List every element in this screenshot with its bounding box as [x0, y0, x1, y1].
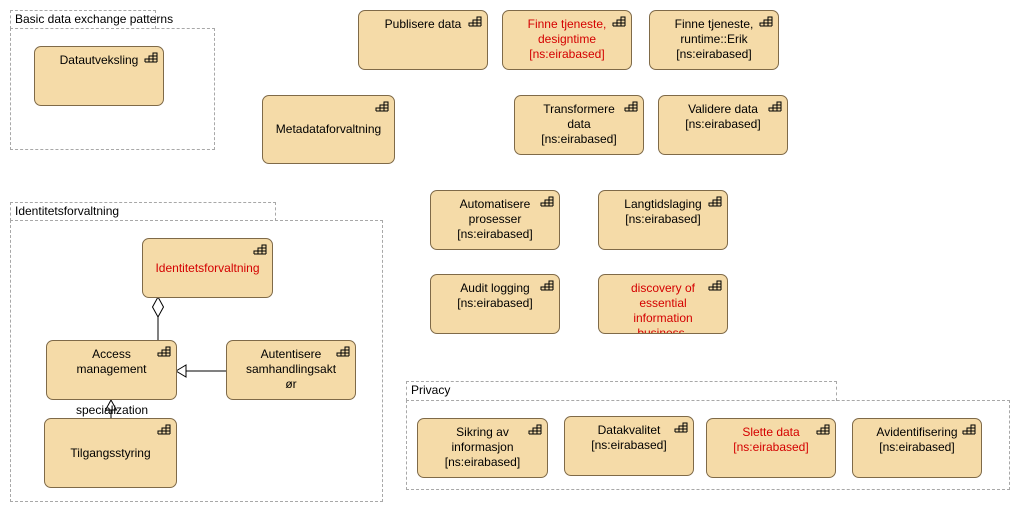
application-function-icon: [674, 422, 688, 433]
aggregation-diamond: [151, 295, 165, 319]
element-avidentifisering[interactable]: Avidentifisering [ns:eirabased]: [852, 418, 982, 478]
application-function-icon: [540, 196, 554, 207]
specialization-label: specialization: [76, 403, 149, 417]
application-function-icon: [768, 101, 782, 112]
application-function-icon: [528, 424, 542, 435]
application-function-icon: [759, 16, 773, 27]
element-validere[interactable]: Validere data [ns:eirabased]: [658, 95, 788, 155]
element-access-management[interactable]: Access management: [46, 340, 177, 400]
application-function-icon: [157, 346, 171, 357]
element-datakvalitet[interactable]: Datakvalitet [ns:eirabased]: [564, 416, 694, 476]
group-identity-title: Identitetsforvaltning: [10, 202, 276, 221]
element-tilgangsstyring[interactable]: Tilgangsstyring: [44, 418, 177, 488]
element-audit-logging[interactable]: Audit logging [ns:eirabased]: [430, 274, 560, 334]
application-function-icon: [624, 101, 638, 112]
application-function-icon: [144, 52, 158, 63]
element-automatisere[interactable]: Automatisere prosesser [ns:eirabased]: [430, 190, 560, 250]
element-sikring[interactable]: Sikring av informasjon [ns:eirabased]: [417, 418, 548, 478]
group-basic[interactable]: [10, 28, 215, 150]
element-langtidslaging[interactable]: Langtidslaging [ns:eirabased]: [598, 190, 728, 250]
group-basic-title: Basic data exchange patterns: [10, 10, 173, 29]
element-datautveksling[interactable]: Datautveksling: [34, 46, 164, 106]
specialization-arrowhead-tilgang: [104, 398, 118, 411]
element-finne-runtime[interactable]: Finne tjeneste, runtime::Erik [ns:eiraba…: [649, 10, 779, 70]
group-identity[interactable]: [10, 220, 383, 502]
group-privacy[interactable]: [406, 400, 1010, 490]
element-transformere[interactable]: Transformere data [ns:eirabased]: [514, 95, 644, 155]
element-identitetsforvaltning[interactable]: Identitetsforvaltning: [142, 238, 273, 298]
group-privacy-title: Privacy: [406, 381, 837, 401]
application-function-icon: [816, 424, 830, 435]
application-function-icon: [375, 101, 389, 112]
application-function-icon: [708, 280, 722, 291]
element-metadataforvaltning[interactable]: Metadataforvaltning: [262, 95, 395, 164]
application-function-icon: [962, 424, 976, 435]
application-function-icon: [708, 196, 722, 207]
application-function-icon: [157, 424, 171, 435]
specialization-arrowhead-auth: [175, 364, 187, 378]
application-function-icon: [253, 244, 267, 255]
application-function-icon: [540, 280, 554, 291]
application-function-icon: [612, 16, 626, 27]
element-publisere[interactable]: Publisere data: [358, 10, 488, 70]
element-discovery[interactable]: discovery of essential information busin…: [598, 274, 728, 334]
application-function-icon: [336, 346, 350, 357]
element-slette-data[interactable]: Slette data [ns:eirabased]: [706, 418, 836, 478]
element-autentisere[interactable]: Autentisere samhandlingsakt ør: [226, 340, 356, 400]
element-finne-designtime[interactable]: Finne tjeneste, designtime [ns:eirabased…: [502, 10, 632, 70]
application-function-icon: [468, 16, 482, 27]
